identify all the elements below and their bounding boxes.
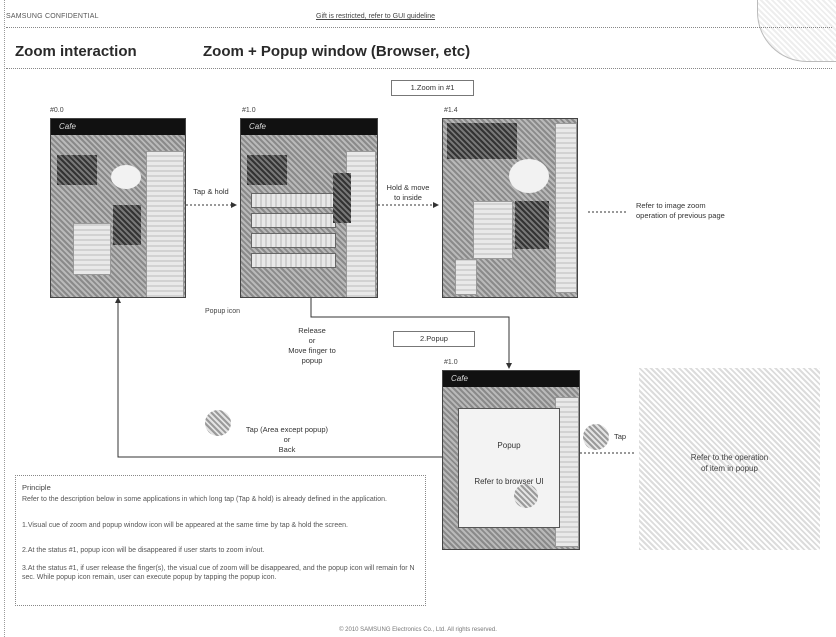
corner-decoration [757, 0, 836, 62]
popup-window[interactable]: Popup Refer to browser UI [458, 408, 560, 528]
phone-screen-zoom-cue: Cafe [240, 118, 378, 298]
content-photo [113, 205, 141, 245]
content-sidebar [346, 151, 376, 297]
popup-icon-caption: Popup icon [205, 308, 241, 315]
content-image [247, 155, 287, 185]
phone-title-bar: Cafe [443, 371, 579, 387]
zoom-thumbnail [455, 259, 477, 295]
header-note: Gift is restricted, refer to GUI guideli… [316, 13, 436, 20]
hold-move-label: Hold & move to inside [386, 183, 430, 202]
state-label-c: #1.4 [444, 107, 458, 114]
phone-content [241, 135, 377, 297]
content-sidebar [555, 123, 577, 293]
reference-box: Refer to the operation of item in popup [639, 368, 820, 550]
content-panel [73, 223, 111, 275]
content-sidebar [146, 151, 184, 297]
popup-title: Popup [497, 441, 521, 450]
zoom-step-label: 1.Zoom in #1 [391, 80, 474, 96]
popup-step-label: 2.Popup [393, 331, 475, 347]
tap-label: Tap [613, 432, 627, 441]
popup-icon[interactable] [333, 173, 351, 223]
confidential-label: SAMSUNG CONFIDENTIAL [6, 13, 99, 20]
state-label-b: #1.0 [242, 107, 256, 114]
content-highlight [509, 159, 549, 193]
content-panel [473, 201, 513, 259]
menu-row [251, 193, 336, 208]
touch-point-icon [205, 410, 231, 436]
content-highlight [111, 165, 141, 189]
tap-hold-label: Tap & hold [193, 187, 229, 196]
principle-box: Principle Refer to the description below… [15, 475, 426, 606]
state-label-d: #1.0 [444, 359, 458, 366]
phone-screen-zoomed [442, 118, 578, 298]
page-title: Zoom + Popup window (Browser, etc) [203, 43, 471, 60]
phone-title-bar: Cafe [241, 119, 377, 135]
phone-content [443, 119, 577, 297]
menu-row [251, 213, 336, 228]
release-label: Release or Move finger to popup [288, 326, 336, 365]
reference-text: Refer to the operation of item in popup [690, 453, 769, 473]
phone-content [51, 135, 185, 297]
principle-line: Refer to the description below in some a… [22, 496, 387, 503]
app-brand-label: Cafe [249, 122, 266, 131]
principle-line: 1.Visual cue of zoom and popup window ic… [22, 522, 348, 529]
phone-title-bar: Cafe [51, 119, 185, 135]
app-brand-label: Cafe [59, 122, 76, 131]
principle-line: 2.At the status #1, popup icon will be d… [22, 547, 265, 554]
menu-row [251, 253, 336, 268]
section-title: Zoom interaction [15, 43, 137, 60]
content-image [57, 155, 97, 185]
menu-row [251, 233, 336, 248]
principle-line: 3.At the status #1, if user release the … [22, 565, 415, 581]
touch-point-icon [514, 484, 538, 508]
left-border [4, 0, 5, 637]
title-divider [6, 68, 832, 69]
phone-screen-initial: Cafe [50, 118, 186, 298]
content-photo [515, 201, 549, 249]
state-label-a: #0.0 [50, 107, 64, 114]
popup-body-text: Refer to browser UI [474, 477, 544, 486]
zoomed-header [447, 123, 517, 159]
footer-copyright: © 2010 SAMSUNG Electronics Co., Ltd. All… [339, 627, 497, 633]
touch-point-icon [583, 424, 609, 450]
header-divider [6, 27, 832, 28]
app-brand-label: Cafe [451, 374, 468, 383]
principle-title: Principle [22, 483, 51, 492]
tap-except-label: Tap (Area except popup) or Back [245, 425, 329, 454]
refer-zoom-label: Refer to image zoom operation of previou… [636, 201, 725, 220]
